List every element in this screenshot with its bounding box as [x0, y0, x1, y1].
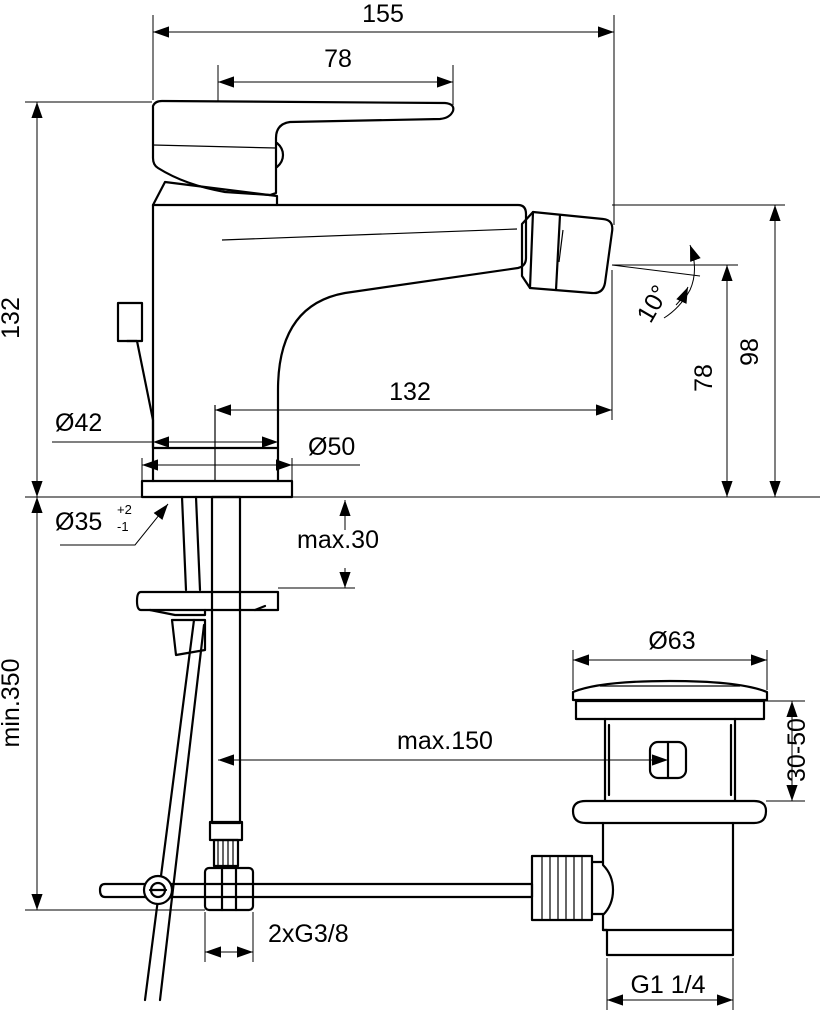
dimension-lines — [25, 15, 820, 1010]
dimension-labels: 155 78 132 98 78 10° 132 Ø42 Ø50 Ø35 +2 … — [0, 0, 811, 999]
popup-rod-knob — [116, 301, 144, 343]
clamping-washer — [135, 590, 280, 612]
popup-rod — [125, 339, 155, 450]
pull-rod — [143, 618, 196, 1002]
dim-max-rod: max.150 — [397, 727, 493, 755]
waste-nut — [571, 799, 768, 825]
hose-fitting-upper — [208, 820, 244, 842]
base-plate — [140, 479, 294, 499]
linkage-rod — [98, 882, 534, 899]
waste-flange — [574, 699, 766, 721]
dim-hole-tol-minus: -1 — [117, 519, 129, 534]
dim-spout-reach: 132 — [389, 378, 431, 406]
dim-max-thickness: max.30 — [297, 526, 379, 554]
dim-min-hose: min.350 — [0, 659, 25, 748]
hose-connector — [203, 866, 255, 912]
faucet — [116, 99, 614, 499]
dim-spout-height: 98 — [736, 338, 764, 366]
dim-waste-range: 30-50 — [783, 718, 811, 782]
dim-handle-width: 78 — [324, 45, 352, 73]
dim-hole-diameter: Ø35 — [55, 508, 102, 536]
lever-handle — [151, 99, 455, 197]
faucet-body — [151, 203, 528, 450]
dim-body-diameter: Ø42 — [55, 409, 102, 437]
dim-waste-thread: G1 1/4 — [630, 971, 705, 999]
lever-knob — [275, 141, 285, 169]
dim-base-diameter: Ø50 — [308, 433, 355, 461]
waste-tail — [601, 821, 735, 957]
dim-connection: 2xG3/8 — [268, 920, 349, 948]
dim-total-height: 132 — [0, 297, 25, 339]
dim-hole-tol-plus: +2 — [117, 502, 132, 517]
dim-total-width: 155 — [362, 0, 404, 28]
waste-cap — [571, 679, 769, 702]
dim-waste-diameter: Ø63 — [648, 627, 695, 655]
dim-outlet-height: 78 — [690, 364, 718, 392]
aerator — [520, 210, 614, 295]
braided-hose — [210, 495, 242, 825]
waste-side-connector — [530, 854, 594, 922]
hose-fitting-nut — [212, 838, 240, 868]
dim-angle: 10° — [631, 281, 674, 328]
handle-skirt — [151, 180, 279, 207]
